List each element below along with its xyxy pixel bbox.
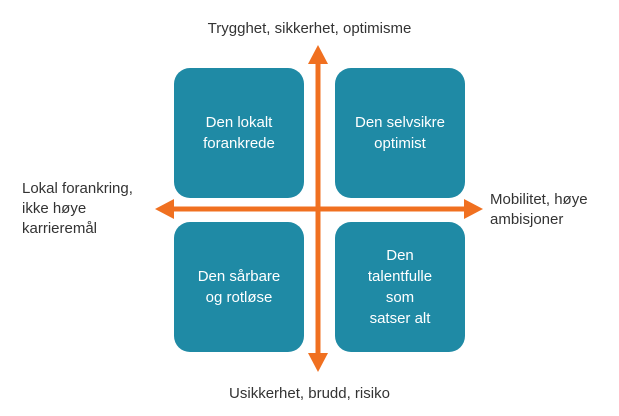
right-arrowhead xyxy=(464,199,483,219)
quadrant-bottom-right: Den talentfulle som satser alt xyxy=(335,222,465,352)
axis-label-right: Mobilitet, høye ambisjoner xyxy=(490,191,588,228)
axis-label-top: Trygghet, sikkerhet, optimisme xyxy=(207,20,412,37)
axis-label-left: Lokal forankring, ikke høye karrieremål xyxy=(22,180,133,237)
quadrant-top-right: Den selvsikre optimist xyxy=(335,68,465,198)
quadrant-top-left: Den lokalt forankrede xyxy=(174,68,304,198)
axis-label-bottom: Usikkerhet, brudd, risiko xyxy=(229,385,390,402)
top-arrowhead xyxy=(308,45,328,64)
quadrant-bottom-left: Den sårbare og rotløse xyxy=(174,222,304,352)
left-arrowhead xyxy=(155,199,174,219)
bottom-arrowhead xyxy=(308,353,328,372)
